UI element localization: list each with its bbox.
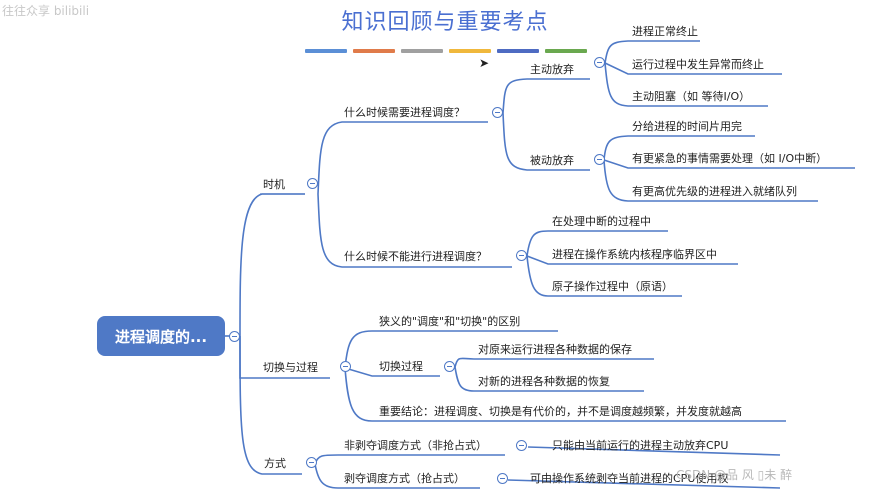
passive-item-2[interactable]: 有更紧急的事情需要处理（如 I/O中断）	[632, 152, 828, 165]
preempt-desc[interactable]: 可由操作系统剥夺当前进程的CPU使用权	[530, 472, 729, 485]
active-item-1[interactable]: 进程正常终止	[632, 25, 698, 38]
collapse-preempt-icon[interactable]	[497, 473, 508, 484]
passive-item-3[interactable]: 有更高优先级的进程进入就绪队列	[632, 185, 797, 198]
cannot-item-1[interactable]: 在处理中断的过程中	[552, 215, 651, 228]
collapse-process-icon[interactable]	[444, 361, 455, 372]
process-item-2[interactable]: 对新的进程各种数据的恢复	[478, 375, 610, 388]
cannot-item-2[interactable]: 进程在操作系统内核程序临界区中	[552, 248, 717, 261]
color-bar	[449, 49, 491, 53]
color-bar	[353, 49, 395, 53]
color-bar	[305, 49, 347, 53]
collapse-nonpreempt-icon[interactable]	[516, 440, 527, 451]
node-preempt[interactable]: 剥夺调度方式（抢占式）	[344, 472, 465, 485]
process-item-1[interactable]: 对原来运行进程各种数据的保存	[478, 343, 632, 356]
collapse-timing-icon[interactable]	[307, 178, 318, 189]
node-switch[interactable]: 切换与过程	[263, 361, 318, 374]
node-conclusion[interactable]: 重要结论：进程调度、切换是有代价的，并不是调度越频繁，并发度就越高	[379, 405, 742, 418]
passive-item-1[interactable]: 分给进程的时间片用完	[632, 120, 742, 133]
node-distinction[interactable]: 狭义的"调度"和"切换"的区别	[379, 315, 521, 328]
collapse-switch-icon[interactable]	[340, 361, 351, 372]
node-nonpreempt[interactable]: 非剥夺调度方式（非抢占式）	[344, 439, 487, 452]
node-switch-process[interactable]: 切换过程	[379, 360, 423, 373]
page-title: 知识回顾与重要考点	[341, 10, 549, 35]
collapse-cannot-icon[interactable]	[516, 250, 527, 261]
collapse-active-icon[interactable]	[594, 57, 605, 68]
color-bar	[401, 49, 443, 53]
cannot-item-3[interactable]: 原子操作过程中（原语）	[552, 280, 673, 293]
active-item-2[interactable]: 运行过程中发生异常而终止	[632, 58, 764, 71]
root-node[interactable]: 进程调度的...	[97, 316, 225, 356]
nonpreempt-desc[interactable]: 只能由当前运行的进程主动放弃CPU	[552, 439, 729, 452]
watermark-bottom-right: CSDN @品 风 ▯未 醉	[676, 468, 793, 482]
node-timing[interactable]: 时机	[263, 178, 285, 191]
node-need-schedule[interactable]: 什么时候需要进程调度？	[344, 106, 465, 119]
watermark-top-left: 往往众享 bilibili	[2, 4, 90, 18]
node-mode[interactable]: 方式	[264, 457, 286, 470]
color-bar	[497, 49, 539, 53]
collapse-passive-icon[interactable]	[594, 154, 605, 165]
collapse-root-icon[interactable]	[229, 331, 240, 342]
collapse-need-icon[interactable]	[492, 107, 503, 118]
color-bar	[545, 49, 587, 53]
mouse-cursor-icon: ➤	[479, 56, 490, 70]
node-active[interactable]: 主动放弃	[530, 63, 574, 76]
node-cannot-schedule[interactable]: 什么时候不能进行进程调度？	[344, 250, 487, 263]
active-item-3[interactable]: 主动阻塞（如 等待I/O）	[632, 90, 751, 103]
collapse-mode-icon[interactable]	[306, 457, 317, 468]
node-passive[interactable]: 被动放弃	[530, 154, 574, 167]
